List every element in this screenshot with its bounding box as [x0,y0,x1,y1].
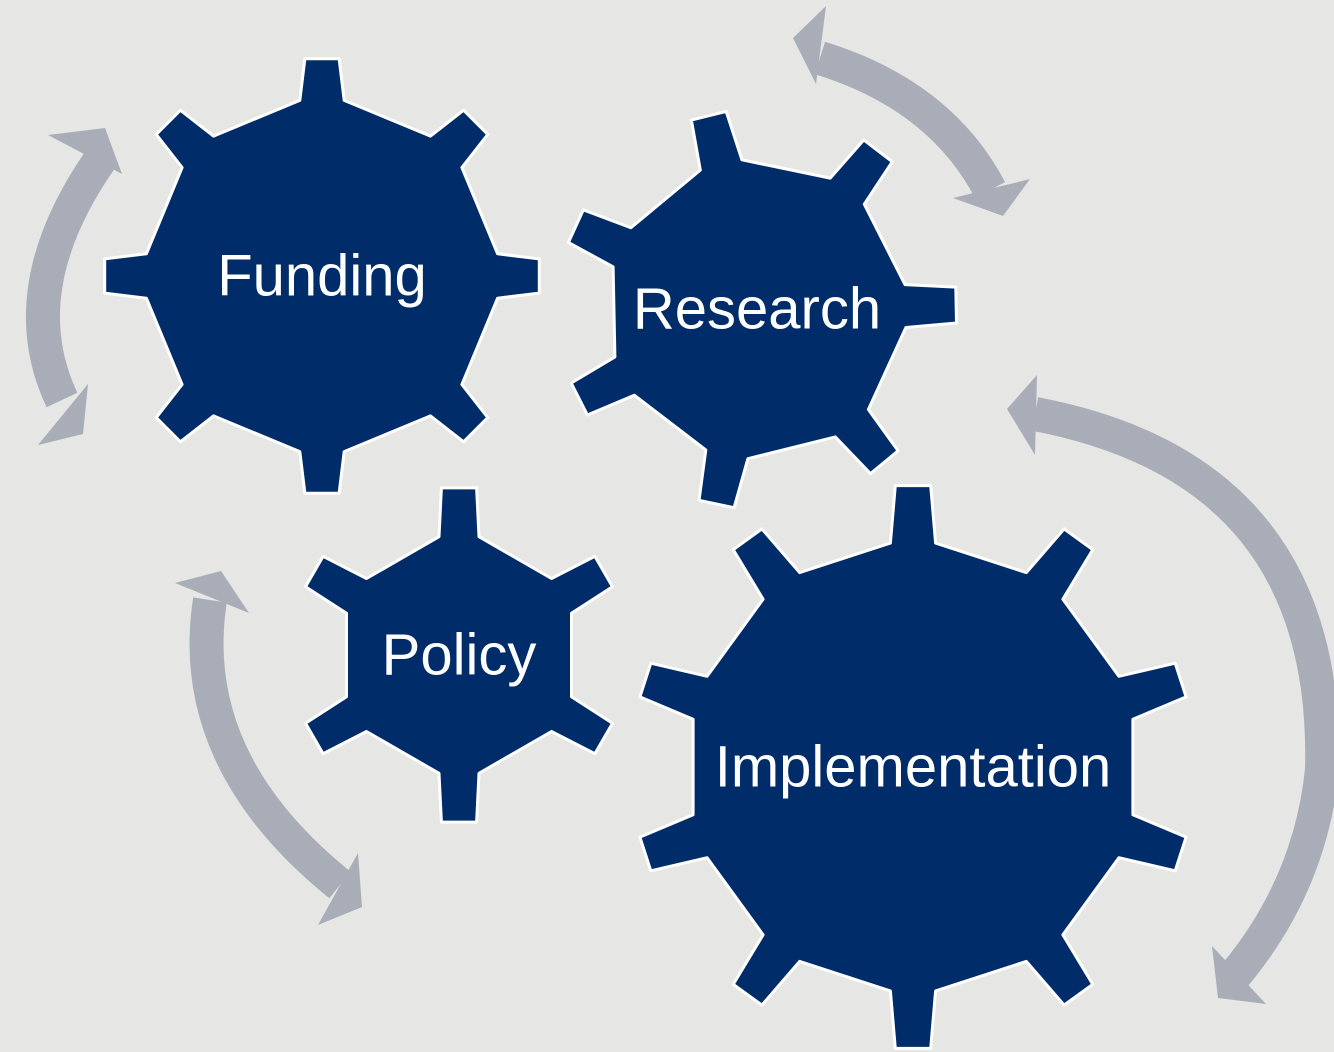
cycle-arrow-right [1007,375,1334,1004]
gear-research [566,109,958,510]
gear-label-research: Research [633,277,881,342]
gear-implementation [638,484,1188,1050]
cycle-arrow-top-right [793,6,1030,216]
gear-policy [304,486,614,824]
gear-label-policy: Policy [382,623,537,688]
cycle-arrow-bottom-left [175,571,362,925]
gear-label-funding: Funding [217,244,427,309]
gear-label-implementation: Implementation [715,735,1112,800]
gear-funding [103,57,541,495]
cycle-arrow-left [25,128,122,445]
